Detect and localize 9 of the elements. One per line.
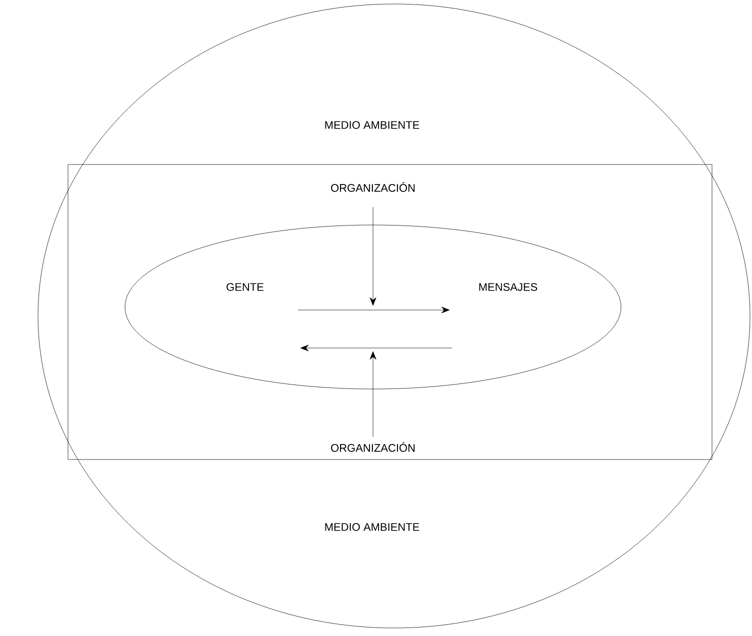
label: MENSAJES	[479, 283, 538, 291]
label: ORGANIZACIÓN	[331, 442, 415, 452]
label: GENTE	[226, 283, 264, 291]
arrow	[298, 306, 450, 314]
label: ORGANIZACIÓN	[331, 182, 415, 192]
inner-ellipse	[124, 224, 622, 390]
arrow	[300, 344, 452, 352]
label: MEDIO AMBIENTE	[325, 121, 420, 129]
label: MEDIO AMBIENTE	[325, 523, 420, 531]
